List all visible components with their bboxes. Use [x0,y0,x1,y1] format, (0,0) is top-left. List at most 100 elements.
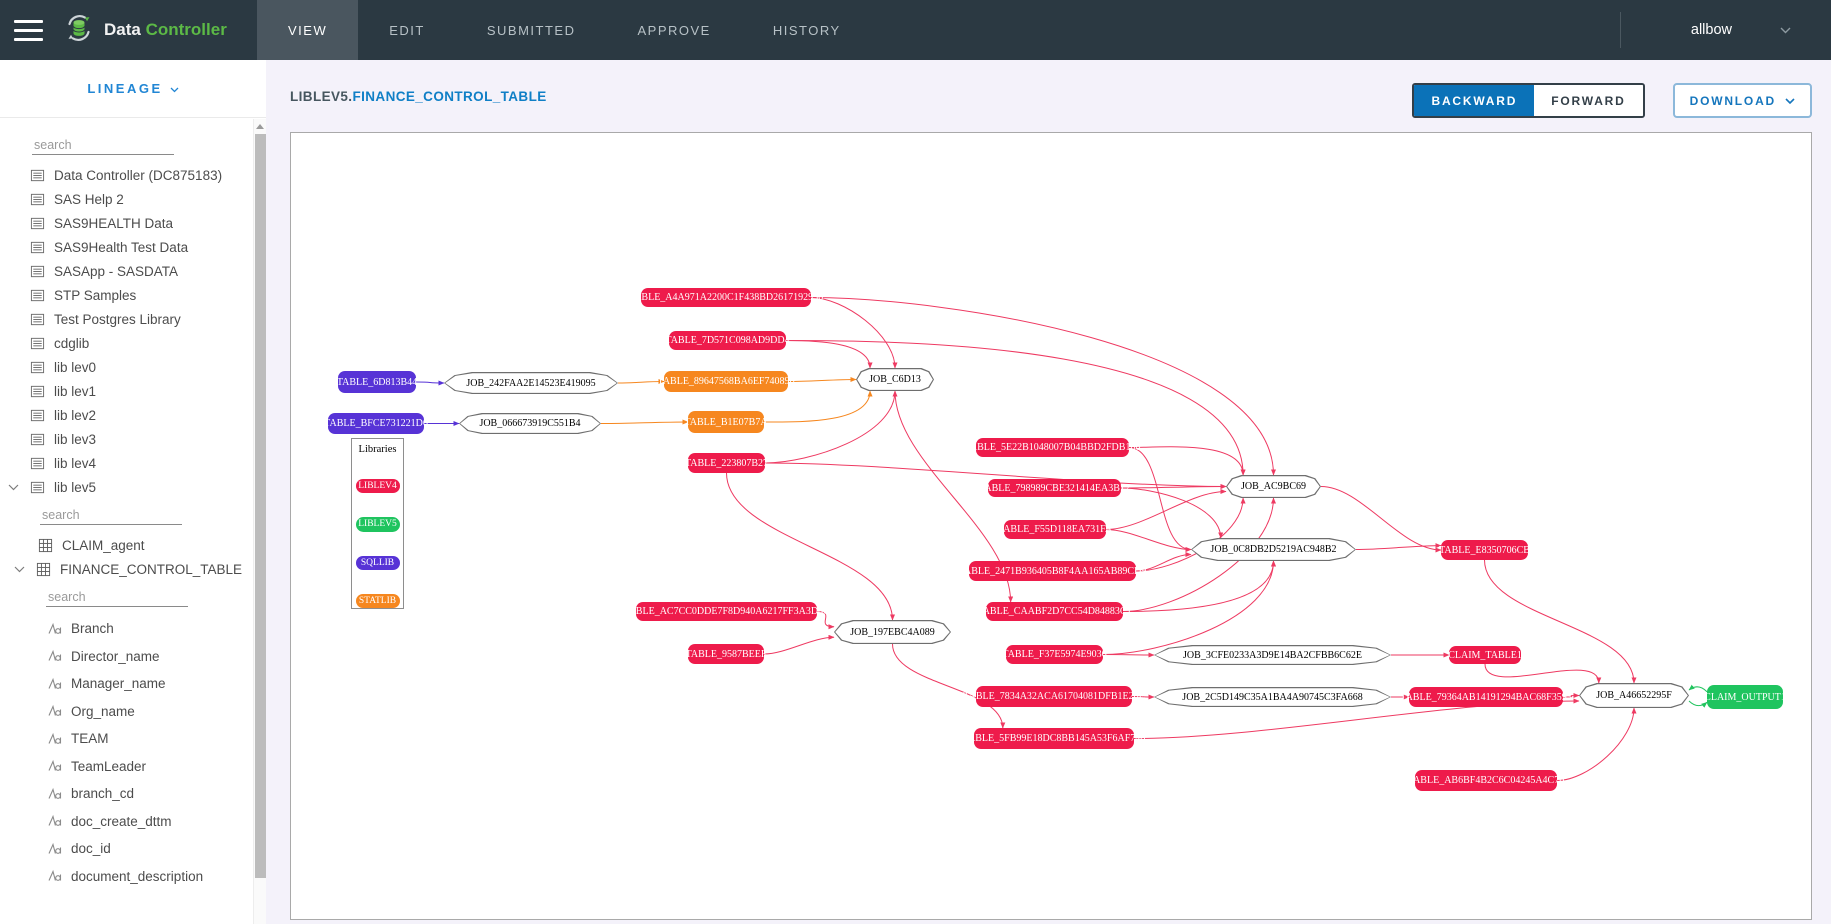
tab-view[interactable]: VIEW [257,0,359,60]
sidebar-item-column[interactable]: Org_name [0,698,253,726]
sidebar-item-library[interactable]: SAS9HEALTH Data [0,211,253,235]
column-label: doc_create_dttm [71,813,172,829]
character-column-icon [46,677,62,691]
lineage-node-table[interactable]: TABLE_E8350706CB [1439,540,1530,560]
lineage-node-table[interactable]: CLAIM_OUTPUT1 [1704,685,1786,709]
lineage-edge [1128,447,1192,552]
column-label: Manager_name [71,676,166,692]
sidebar-item-column[interactable]: branch_cd [0,780,253,808]
lineage-edge [1105,529,1192,552]
sidebar-item-library[interactable]: lib lev2 [0,403,253,427]
download-button[interactable]: DOWNLOAD [1672,83,1812,118]
lineage-node-table[interactable]: TABLE_AB6BF4B2C6C04245A4C76 [1408,770,1564,791]
sidebar-scrollbar[interactable] [253,119,266,924]
lineage-node-job[interactable]: JOB_AC9BC69 [1226,475,1321,498]
lineage-node-job[interactable]: JOB_242FAA2E14523E419095 [444,372,618,394]
sidebar-item-library[interactable]: Test Postgres Library [0,307,253,331]
lineage-node-table[interactable]: TABLE_6D813B44 [337,371,417,393]
column-search-input[interactable] [46,587,188,607]
job-label: JOB_197EBC4A089 [850,626,935,638]
table-icon [38,538,53,553]
lineage-selector[interactable]: LINEAGE [0,60,266,118]
library-icon [30,384,45,399]
nav-divider [1619,12,1621,48]
lineage-node-table[interactable]: TABLE_223807B27 [685,453,768,473]
lineage-node-job[interactable]: JOB_C6D13 [856,368,934,391]
lineage-node-table[interactable]: TABLE_AC7CC0DDE7F8D940A6217FF3A3D8C [623,602,830,621]
library-search-input[interactable] [32,135,174,155]
character-column-icon [46,704,62,718]
lineage-node-table[interactable]: TABLE_F37E5974E9036 [1002,645,1107,664]
forward-button[interactable]: FORWARD [1534,85,1643,116]
column-label: branch_cd [71,786,135,802]
nav-right: allbow [1619,0,1831,60]
sidebar-item-library[interactable]: lib lev1 [0,379,253,403]
scrollbar-thumb[interactable] [255,134,266,878]
backward-button[interactable]: BACKWARD [1414,85,1535,116]
tab-history[interactable]: HISTORY [772,22,841,38]
character-column-icon [46,649,62,663]
sidebar-item-table[interactable]: CLAIM_agent [0,533,253,557]
column-label: Branch [71,621,114,637]
sidebar-item-library[interactable]: lib lev0 [0,355,253,379]
lineage-node-table[interactable]: TABLE_BFCE731221D6 [324,413,428,434]
library-label: lib lev5 [54,479,97,495]
lineage-edge [726,472,895,621]
title-table[interactable]: FINANCE_CONTROL_TABLE [352,88,547,104]
sidebar-item-library[interactable]: cdglib [0,331,253,355]
lineage-node-table[interactable]: TABLE_CAABF2D7CC54D84883C1 [977,602,1132,621]
lineage-node-table[interactable]: TABLE_5E22B1048007B04BBD2FDB100 [965,438,1140,457]
scrollbar-up-icon[interactable] [254,119,266,134]
tab-submitted[interactable]: SUBMITTED [486,22,576,38]
library-label: lib lev2 [54,407,97,423]
lineage-node-table[interactable]: TABLE_89647568BA6EF740896 [658,371,795,392]
sidebar-item-column[interactable]: doc_id [0,835,253,863]
lineage-node-table[interactable]: TABLE_7D571C098AD9DD4 [665,331,790,350]
lineage-node-table[interactable]: CLAIM_TABLE1 [1448,646,1522,664]
library-label: lib lev0 [54,359,97,375]
sidebar-item-column[interactable]: Director_name [0,643,253,671]
job-label: JOB_0C8DB2D5219AC948B2 [1210,544,1337,555]
job-label: JOB_242FAA2E14523E419095 [466,377,596,389]
lineage-node-table[interactable]: TABLE_B1E07B7A [684,411,768,433]
lineage-node-table[interactable]: TABLE_A4A971A2200C1F438BD2617192956 [629,288,823,307]
sidebar-item-library[interactable]: Data Controller (DC875183) [0,163,253,187]
sidebar: LINEAGE Data Controller (DC875183)SAS He… [0,60,266,924]
sidebar-item-library[interactable]: SAS9Health Test Data [0,235,253,259]
sidebar-item-library[interactable]: lib lev4 [0,451,253,475]
lineage-node-job[interactable]: JOB_0C8DB2D5219AC948B2 [1191,538,1356,561]
main-content: LIBLEV5.FINANCE_CONTROL_TABLE BACKWARD F… [266,60,1831,924]
lineage-node-table[interactable]: TABLE_5FB99E18DC8BB145A53F6AF746 [963,728,1145,749]
sidebar-item-column[interactable]: TEAM [0,725,253,753]
lineage-node-job[interactable]: JOB_A46652295F [1579,683,1689,708]
lineage-node-table[interactable]: TABLE_9587BEEF [686,644,766,664]
lineage-node-table[interactable]: TABLE_F55D118EA731FA [998,520,1112,539]
sidebar-item-column[interactable]: doc_create_dttm [0,808,253,836]
table-search-input[interactable] [40,505,182,525]
hamburger-menu-icon[interactable] [0,0,52,60]
job-label: JOB_3CFE0233A3D9E14BA2CFBB6C62E [1183,649,1362,661]
lineage-node-table[interactable]: TABLE_798989CBE321414EA3B12 [979,479,1130,497]
sidebar-item-column[interactable]: Branch [0,615,253,643]
tab-edit[interactable]: EDIT [389,22,425,38]
lineage-node-job[interactable]: JOB_197EBC4A089 [834,620,951,644]
lineage-node-job[interactable]: JOB_066673919C551B4 [459,413,601,434]
sidebar-item-library[interactable]: SAS Help 2 [0,187,253,211]
lineage-node-table[interactable]: TABLE_7834A32ACA61704081DFB1E20E [963,686,1145,707]
sidebar-item-library[interactable]: lib lev3 [0,427,253,451]
sidebar-item-library[interactable]: lib lev5 [0,475,253,499]
sidebar-item-column[interactable]: Manager_name [0,670,253,698]
tab-approve[interactable]: APPROVE [637,22,711,38]
sidebar-item-library[interactable]: SASApp - SASDATA [0,259,253,283]
lineage-node-table[interactable]: TABLE_79364AB14191294BAC68F3593 [1400,687,1572,707]
lineage-edge [1120,487,1224,539]
lineage-node-table[interactable]: TABLE_2471B936405B8F4AA165AB89CD9 [959,561,1146,581]
sidebar-item-column[interactable]: TeamLeader [0,753,253,781]
sidebar-item-table[interactable]: FINANCE_CONTROL_TABLE [0,557,253,581]
sidebar-item-library[interactable]: STP Samples [0,283,253,307]
user-menu[interactable]: allbow [1621,0,1831,60]
sidebar-item-column[interactable]: document_description [0,863,253,891]
lineage-node-job[interactable]: JOB_2C5D149C35A1BA4A90745C3FA668 [1154,687,1391,707]
lineage-node-job[interactable]: JOB_3CFE0233A3D9E14BA2CFBB6C62E [1154,645,1391,665]
